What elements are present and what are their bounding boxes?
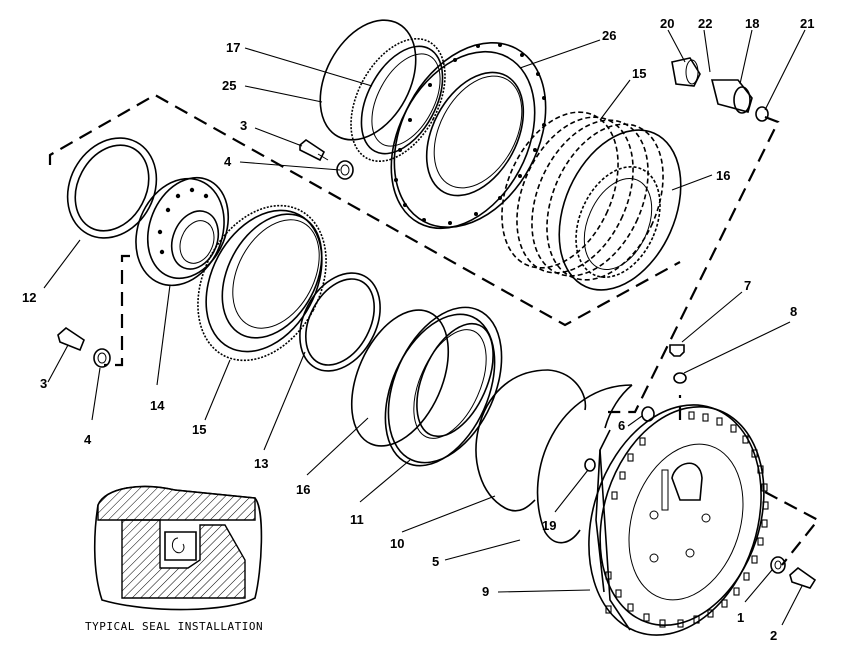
part-13-seal-ring: [299, 272, 381, 372]
callout-2: 2: [770, 628, 777, 643]
callout-5: 5: [432, 554, 439, 569]
part-5-snap-ring: [536, 384, 633, 544]
callout-3-lower: 3: [40, 376, 47, 391]
part-15-gear-ring: [197, 204, 327, 362]
callout-24: 22: [698, 16, 712, 31]
callout-7: 7: [744, 278, 751, 293]
callout-11: 11: [350, 512, 364, 527]
part-3-fitting-lower: [57, 326, 85, 352]
part-14-retainer: [135, 176, 230, 287]
callout-18: 16: [716, 168, 730, 183]
callout-3-upper: 3: [240, 118, 247, 133]
part-20-connector: [710, 79, 753, 114]
callout-25: 25: [222, 78, 236, 93]
part-4-washer-lower: [93, 348, 111, 368]
callout-10: 10: [390, 536, 404, 551]
part-26-flange-housing: [390, 41, 547, 230]
part-7-plug: [669, 344, 685, 357]
part-11-piston: [384, 306, 503, 467]
part-23-o-ring: [755, 106, 769, 122]
callout-26: 26: [602, 28, 616, 43]
callout-21: 19: [542, 518, 556, 533]
callout-19: 17: [226, 40, 240, 55]
assembly-dashed-lines: [48, 93, 820, 566]
part-18-friction-disc: [558, 129, 682, 291]
callout-17: 15: [632, 66, 646, 81]
callout-22: 20: [660, 16, 674, 31]
part-2-bolt: [789, 566, 817, 589]
part-8-o-ring: [673, 372, 687, 384]
callout-16: 16: [296, 482, 310, 497]
part-6-o-ring: [641, 406, 655, 422]
part-3-fitting-upper: [299, 139, 329, 162]
callout-4-lower: 4: [84, 432, 92, 447]
part-19-gear: [350, 37, 446, 163]
callout-leader-lines: [43, 29, 806, 626]
part-25-snap-ring: [319, 19, 417, 141]
callout-15: 15: [192, 422, 206, 437]
callout-8: 8: [790, 304, 797, 319]
callout-6: 6: [618, 418, 625, 433]
callout-23: 21: [800, 16, 814, 31]
part-10-snap-ring: [475, 369, 587, 512]
callout-20: 18: [745, 16, 759, 31]
part-21-o-ring: [584, 458, 596, 472]
callout-labels: 17 25 3 4 26 15 16 20 22 18 21 12 14 15 …: [22, 16, 814, 643]
part-12-seal-ring: [66, 137, 158, 239]
callout-12: 12: [22, 290, 36, 305]
part-22-plug: [671, 57, 701, 87]
inset-caption: TYPICAL SEAL INSTALLATION: [85, 620, 263, 633]
seal-installation-inset: TYPICAL SEAL INSTALLATION: [85, 485, 263, 633]
part-16-seal: [350, 309, 450, 447]
callout-13: 13: [254, 456, 268, 471]
callout-1: 1: [737, 610, 744, 625]
callout-14: 14: [150, 398, 165, 413]
callout-4-upper: 4: [224, 154, 232, 169]
part-9-housing: [588, 404, 769, 636]
callout-9: 9: [482, 584, 489, 599]
part-1-washer: [770, 556, 786, 574]
